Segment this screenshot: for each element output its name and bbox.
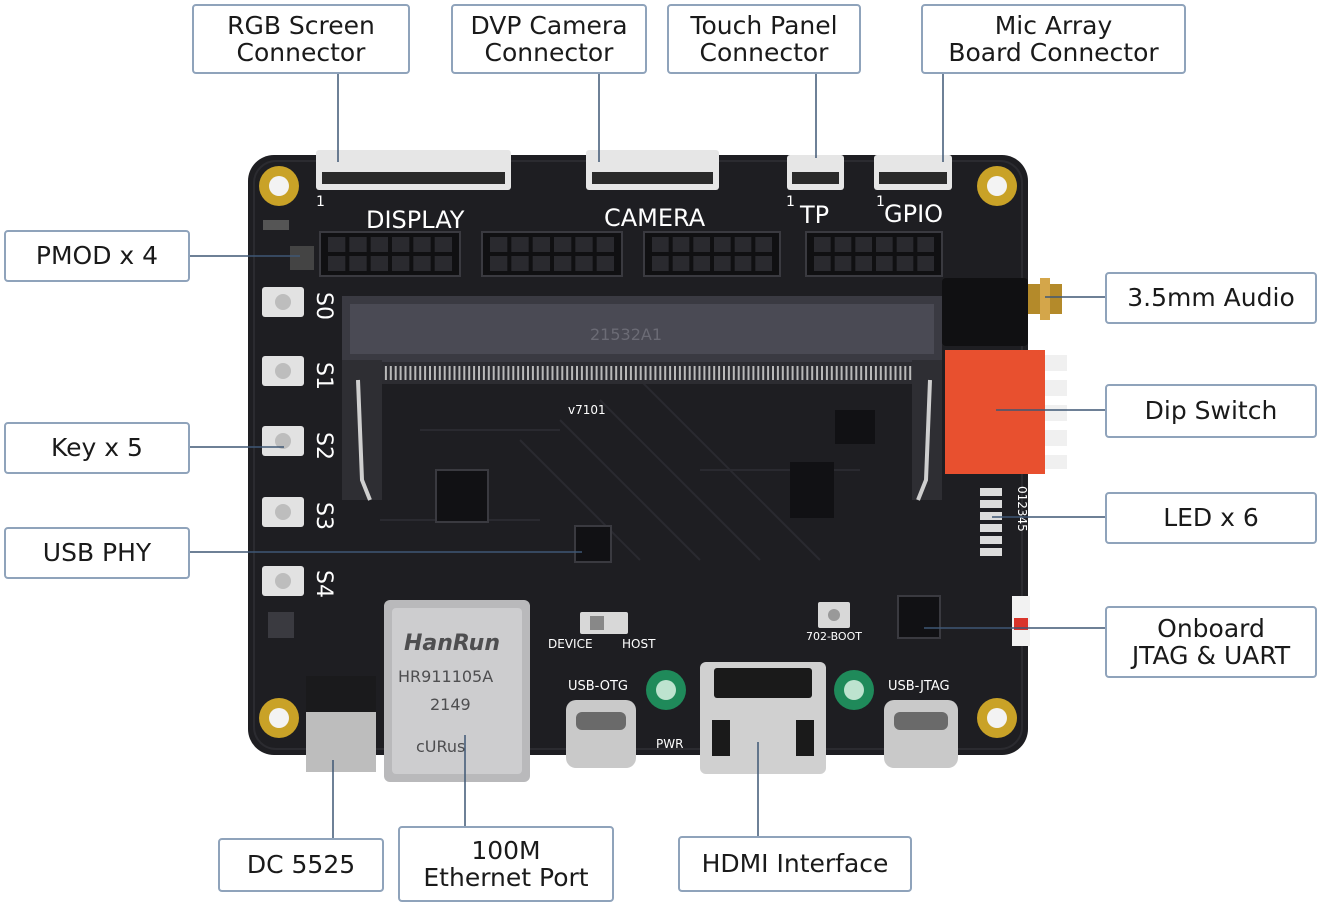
silk-led-numbers: 012345 bbox=[1015, 486, 1029, 532]
usb-phy-chip bbox=[435, 469, 489, 523]
silk-s2: S2 bbox=[311, 432, 336, 460]
audio-callout: 3.5mm Audio bbox=[1105, 272, 1317, 324]
silk-pin1: 1 bbox=[316, 194, 325, 210]
callout-line: Connector bbox=[699, 38, 829, 67]
silk-s4: S4 bbox=[311, 570, 336, 598]
silk-s0: S0 bbox=[311, 292, 336, 320]
silk-usb-jtag: USB-JTAG bbox=[888, 679, 950, 694]
callout-line: Mic Array bbox=[994, 10, 1113, 40]
dip-switch bbox=[945, 350, 1067, 474]
callout-line: Connector bbox=[236, 38, 366, 67]
mount-hole bbox=[977, 698, 1017, 738]
silk-host: HOST bbox=[622, 637, 656, 651]
callout-label: USB PHY bbox=[42, 538, 152, 568]
dc-jack bbox=[306, 676, 376, 772]
callout-line: Touch Panel bbox=[690, 10, 838, 40]
key-button[interactable] bbox=[262, 566, 304, 596]
silk-display: DISPLAY bbox=[366, 206, 465, 234]
jack-model: HR911105A bbox=[398, 667, 493, 686]
callout-line: DVP Camera bbox=[470, 10, 628, 40]
pmod-header bbox=[481, 231, 623, 277]
led-array bbox=[980, 488, 1002, 556]
usb-jtag-port bbox=[884, 700, 958, 768]
rgb-screen-connector bbox=[316, 150, 511, 190]
dvp-camera-connector-callout: DVP Camera Connector bbox=[451, 4, 647, 74]
jack-brand: HanRun bbox=[404, 631, 500, 656]
silk-device: DEVICE bbox=[548, 637, 593, 651]
silk-pin1: 1 bbox=[876, 194, 885, 210]
silk-s1: S1 bbox=[311, 362, 336, 390]
touch-panel-connector-callout: Touch Panel Connector bbox=[667, 4, 861, 74]
callout-line: Board Connector bbox=[948, 38, 1159, 67]
usb-phy-callout: USB PHY bbox=[4, 527, 190, 579]
dvp-camera-connector bbox=[586, 150, 719, 190]
silk-camera: CAMERA bbox=[604, 204, 706, 232]
callout-label: HDMI Interface bbox=[701, 849, 889, 879]
ethernet-callout: 100M Ethernet Port bbox=[398, 826, 614, 902]
dc-callout: DC 5525 bbox=[218, 838, 384, 892]
callout-line: Onboard bbox=[1157, 613, 1265, 643]
led-callout: LED x 6 bbox=[1105, 492, 1317, 544]
capacitor bbox=[834, 670, 874, 710]
touch-panel-connector bbox=[787, 155, 844, 190]
key-button[interactable] bbox=[262, 426, 304, 456]
pmod-header bbox=[643, 231, 781, 277]
module-mark: 21532A1 bbox=[590, 325, 662, 344]
sodimm-slot: 21532A1 bbox=[342, 296, 942, 501]
hdmi-port bbox=[700, 662, 826, 774]
mic-array-connector-callout: Mic Array Board Connector bbox=[921, 4, 1186, 74]
mount-hole bbox=[977, 166, 1017, 206]
silk-boot: 702-BOOT bbox=[806, 630, 862, 643]
capacitor bbox=[646, 670, 686, 710]
rgb-screen-connector-callout: RGB Screen Connector bbox=[192, 4, 410, 74]
callout-line: Connector bbox=[484, 38, 614, 67]
ethernet-jack: HanRun HR911105A 2149 cURus bbox=[384, 600, 530, 782]
silk-s3: S3 bbox=[311, 502, 336, 530]
jtag-uart-callout: Onboard JTAG & UART bbox=[1105, 606, 1317, 678]
mount-hole bbox=[259, 698, 299, 738]
silk-pin1: 1 bbox=[786, 194, 795, 210]
callout-line: JTAG & UART bbox=[1131, 641, 1291, 670]
leader-lines bbox=[188, 72, 1107, 840]
callout-label: DC 5525 bbox=[246, 850, 356, 880]
callout-line: Ethernet Port bbox=[423, 863, 589, 892]
callout-label: Key x 5 bbox=[51, 433, 143, 463]
usb-otg-port bbox=[566, 700, 636, 768]
silk-pwr: PWR bbox=[656, 737, 683, 751]
audio-jack bbox=[942, 278, 1062, 346]
key-callout: Key x 5 bbox=[4, 422, 190, 474]
pmod-header bbox=[805, 231, 943, 277]
callout-line: RGB Screen bbox=[227, 10, 375, 40]
key-button[interactable] bbox=[262, 287, 304, 317]
silk-usb-otg: USB-OTG bbox=[568, 679, 628, 694]
pmod-callout: PMOD x 4 bbox=[4, 230, 190, 282]
silk-tp: TP bbox=[799, 201, 829, 229]
key-button[interactable] bbox=[262, 497, 304, 527]
jack-code: 2149 bbox=[430, 695, 471, 714]
key-button[interactable] bbox=[262, 356, 304, 386]
mic-array-connector bbox=[874, 155, 952, 190]
jack-cert: cURus bbox=[416, 737, 465, 756]
callout-label: Dip Switch bbox=[1144, 396, 1278, 426]
callout-label: 3.5mm Audio bbox=[1127, 283, 1295, 313]
silk-version: v7101 bbox=[568, 403, 606, 417]
silk-gpio: GPIO bbox=[884, 200, 943, 228]
dip-switch-callout: Dip Switch bbox=[1105, 384, 1317, 438]
pmod-header bbox=[319, 231, 461, 277]
mount-hole bbox=[259, 166, 299, 206]
callout-label: PMOD x 4 bbox=[35, 241, 159, 271]
hdmi-callout: HDMI Interface bbox=[678, 836, 912, 892]
callout-label: LED x 6 bbox=[1163, 503, 1259, 533]
callout-line: 100M bbox=[471, 835, 541, 865]
